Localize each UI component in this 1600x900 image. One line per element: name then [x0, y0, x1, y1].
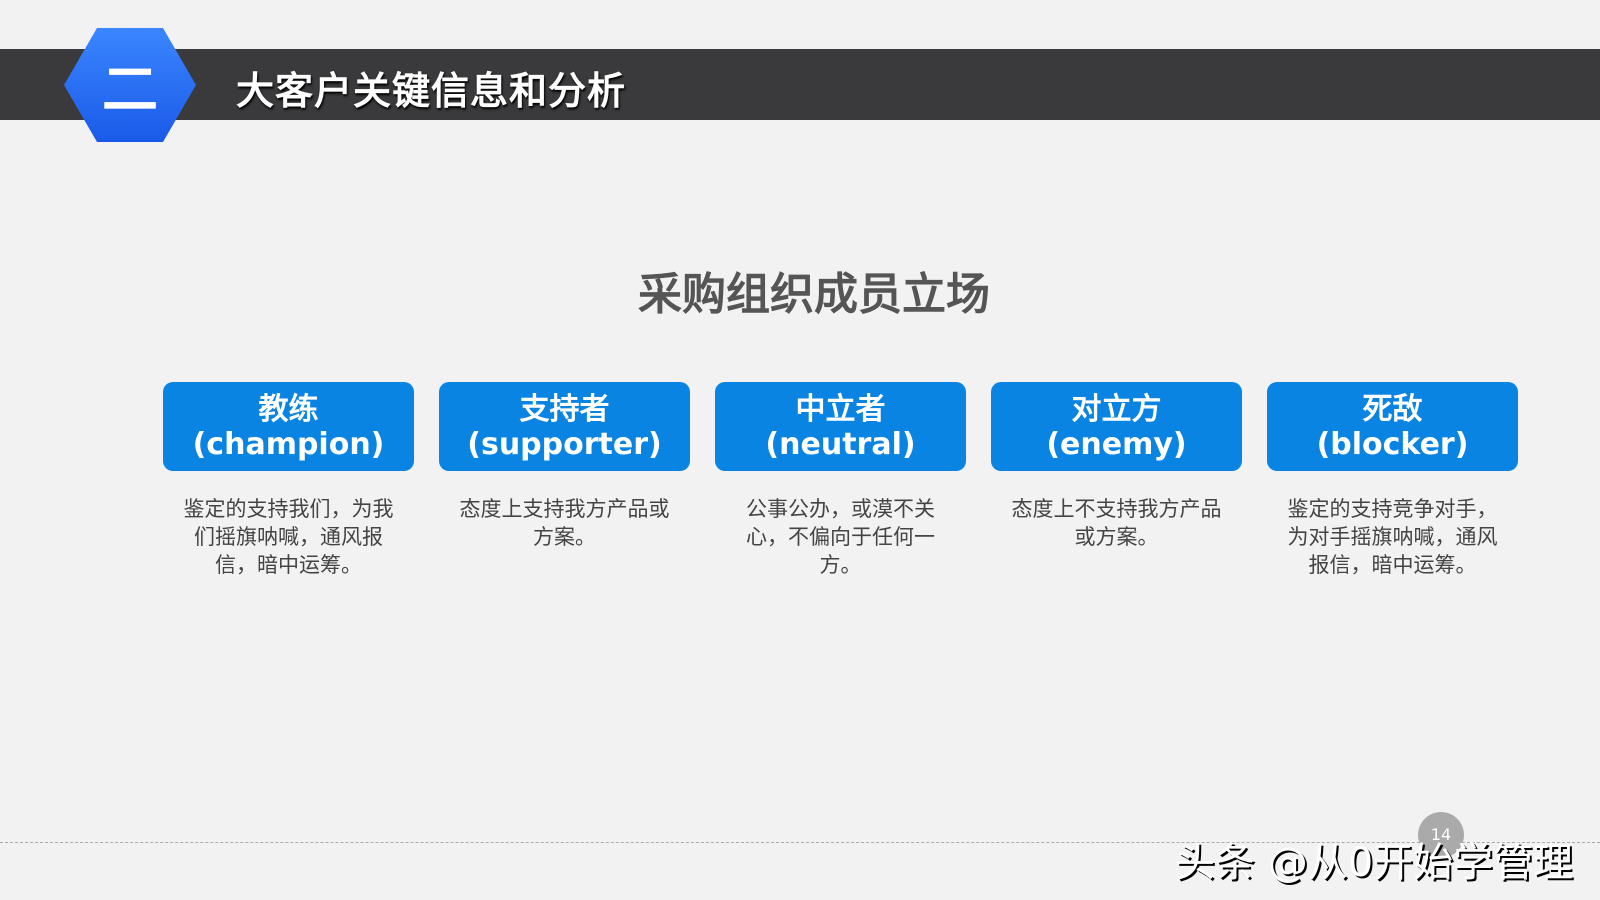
card-neutral: 中立者(neutral) 公事公办，或漠不关心，不偏向于任何一方。 — [715, 382, 966, 579]
stance-cards: 教练(champion) 鉴定的支持我们，为我们摇旗呐喊，通风报信，暗中运筹。 … — [163, 382, 1518, 579]
stance-button: 死敌(blocker) — [1267, 382, 1518, 471]
footer-divider — [0, 842, 1600, 843]
stance-button: 教练(champion) — [163, 382, 414, 471]
stance-button: 中立者(neutral) — [715, 382, 966, 471]
section-number-badge: 二 — [64, 28, 196, 142]
card-blocker: 死敌(blocker) 鉴定的支持竞争对手，为对手摇旗呐喊，通风报信，暗中运筹。 — [1267, 382, 1518, 579]
stance-description: 态度上支持我方产品或方案。 — [459, 497, 670, 549]
watermark: 头条 @从0开始学管理 — [1175, 840, 1574, 886]
stance-description: 态度上不支持我方产品或方案。 — [1011, 497, 1222, 549]
stance-description: 鉴定的支持竞争对手，为对手摇旗呐喊，通风报信，暗中运筹。 — [1287, 497, 1498, 577]
card-supporter: 支持者(supporter) 态度上支持我方产品或方案。 — [439, 382, 690, 579]
stance-en: (neutral) — [765, 426, 916, 462]
card-champion: 教练(champion) 鉴定的支持我们，为我们摇旗呐喊，通风报信，暗中运筹。 — [163, 382, 414, 579]
card-enemy: 对立方(enemy) 态度上不支持我方产品或方案。 — [991, 382, 1242, 579]
stance-button: 支持者(supporter) — [439, 382, 690, 471]
header-title: 大客户关键信息和分析 — [236, 69, 627, 113]
stance-name: 对立方 — [1071, 391, 1162, 427]
page-number: 14 — [1418, 812, 1464, 858]
stance-name: 支持者 — [519, 391, 610, 427]
stance-description: 鉴定的支持我们，为我们摇旗呐喊，通风报信，暗中运筹。 — [183, 497, 394, 577]
header-bar — [0, 49, 1600, 120]
stance-en: (supporter) — [467, 426, 662, 462]
stance-button: 对立方(enemy) — [991, 382, 1242, 471]
stance-name: 教练 — [258, 391, 319, 427]
page-title: 采购组织成员立场 — [638, 269, 990, 320]
stance-name: 死敌 — [1362, 391, 1423, 427]
stance-en: (champion) — [192, 426, 385, 462]
stance-name: 中立者 — [795, 391, 886, 427]
stance-en: (blocker) — [1316, 426, 1469, 462]
section-number: 二 — [102, 57, 158, 123]
stance-description: 公事公办，或漠不关心，不偏向于任何一方。 — [746, 497, 935, 577]
stance-en: (enemy) — [1046, 426, 1187, 462]
